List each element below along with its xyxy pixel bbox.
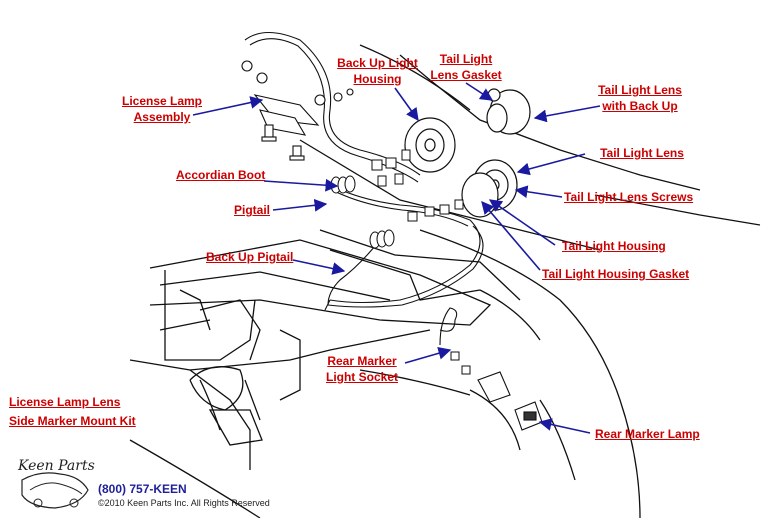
label-line: Assembly: [133, 110, 191, 124]
backup-light-art: [404, 88, 531, 173]
arrow-lens-with-backup: [533, 105, 601, 123]
arrow-marker-lamp: [538, 418, 591, 434]
label-license-lamp-assembly[interactable]: License Lamp Assembly: [112, 93, 212, 125]
license-lamp-assembly-art: [241, 60, 354, 161]
label-line: License Lamp: [121, 94, 203, 108]
label-tail-light-lens-screws[interactable]: Tail Light Lens Screws: [564, 190, 694, 204]
arrow-housing-gasket: [481, 201, 541, 271]
label-pigtail[interactable]: Pigtail: [234, 203, 271, 217]
label-line: Housing: [353, 72, 402, 86]
keen-parts-logo: Keen Parts: [17, 458, 95, 509]
label-rear-marker-light-socket[interactable]: Rear Marker Light Socket: [318, 353, 406, 385]
label-tail-light-lens-with-back-up[interactable]: Tail Light Lens with Back Up: [590, 82, 690, 114]
label-rear-marker-lamp[interactable]: Rear Marker Lamp: [595, 427, 700, 441]
label-line: Tail Light: [439, 52, 493, 66]
footer-copyright: ©2010 Keen Parts Inc. All Rights Reserve…: [98, 498, 270, 508]
arrow-tail-light-lens: [516, 153, 586, 176]
arrow-backup-housing: [394, 87, 419, 122]
label-line: Tail Light Lens: [598, 83, 682, 97]
label-line: with Back Up: [602, 99, 678, 113]
leader-arrows: [192, 82, 601, 434]
bulb-sockets-art: [371, 149, 471, 375]
arrow-pigtail: [272, 198, 328, 212]
arrow-lens-screws: [514, 185, 563, 199]
tail-light-art: [461, 159, 518, 218]
label-tail-light-housing[interactable]: Tail Light Housing: [562, 239, 666, 253]
label-line: Rear Marker: [327, 354, 397, 368]
label-tail-light-lens[interactable]: Tail Light Lens: [600, 146, 684, 160]
rear-marker-lamp-art: [477, 371, 543, 431]
label-line: Lens Gasket: [430, 68, 502, 82]
label-tail-light-lens-gasket[interactable]: Tail Light Lens Gasket: [422, 51, 510, 83]
arrow-accordian-boot: [263, 178, 339, 192]
label-license-lamp-lens[interactable]: License Lamp Lens: [9, 395, 121, 409]
footer-phone: (800) 757-KEEN: [98, 482, 187, 496]
arrow-tail-housing: [488, 199, 556, 246]
arrow-back-up-pigtail: [292, 259, 346, 275]
logo-text: Keen Parts: [17, 458, 95, 474]
body-outline: [129, 44, 761, 518]
arrow-lens-gasket: [465, 82, 494, 101]
arrow-marker-socket: [404, 347, 452, 364]
label-back-up-pigtail[interactable]: Back Up Pigtail: [206, 250, 294, 264]
label-line: Back Up Light: [337, 56, 418, 70]
arrow-license-lamp: [192, 96, 264, 116]
label-tail-light-housing-gasket[interactable]: Tail Light Housing Gasket: [542, 267, 690, 281]
label-back-up-light-housing[interactable]: Back Up Light Housing: [330, 55, 425, 87]
label-line: Light Socket: [325, 370, 398, 384]
label-side-marker-mount-kit[interactable]: Side Marker Mount Kit: [9, 414, 136, 428]
label-accordian-boot[interactable]: Accordian Boot: [176, 168, 266, 182]
